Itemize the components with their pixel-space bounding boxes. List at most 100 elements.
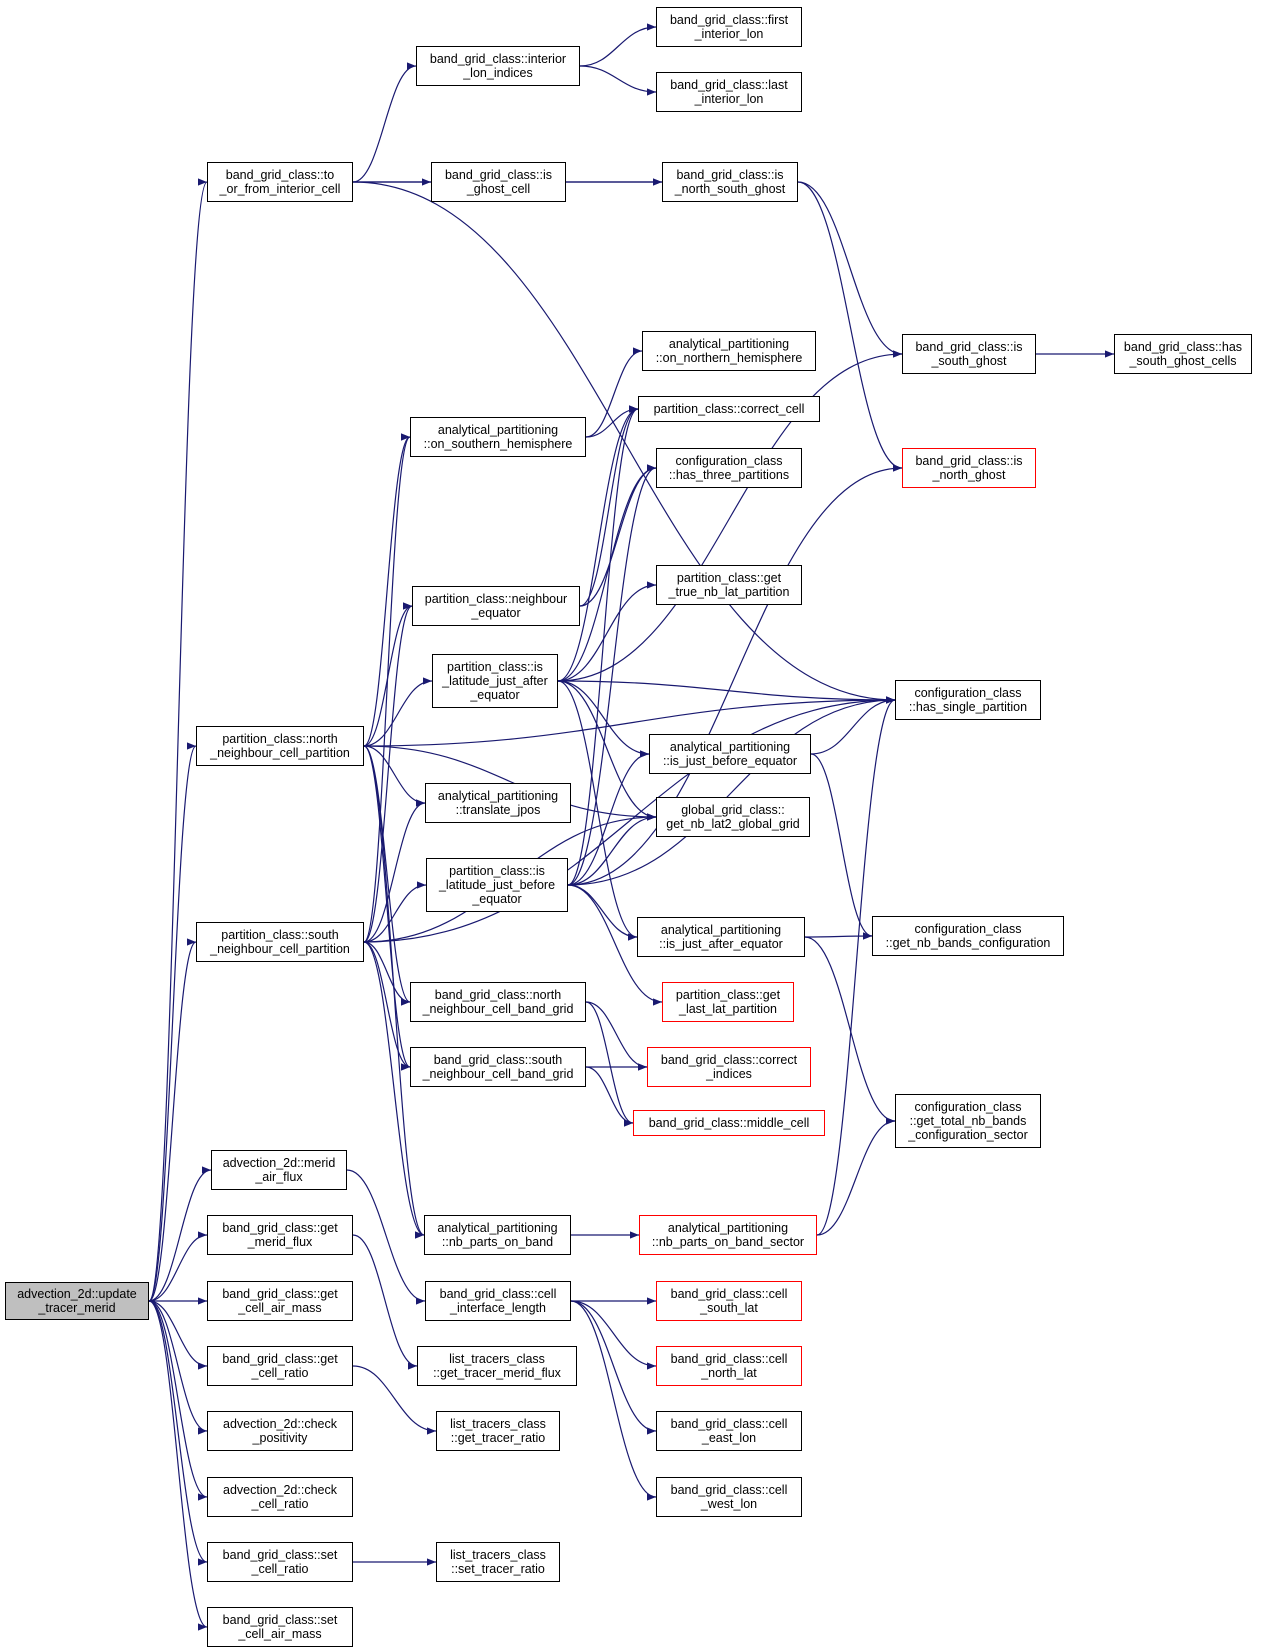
edge-root-to-south-neighbour-cell-partition — [148, 938, 197, 1302]
edge-is-latitude-just-before-equator-to-is-north-ghost — [567, 464, 903, 886]
node-get-true-nb-lat-partition[interactable]: partition_class::get _true_nb_lat_partit… — [656, 565, 802, 605]
node-is-just-before-equator[interactable]: analytical_partitioning ::is_just_before… — [649, 734, 811, 774]
node-get-cell-ratio[interactable]: band_grid_class::get _cell_ratio — [207, 1346, 353, 1386]
edge-root-to-check-positivity — [148, 1300, 208, 1435]
node-is-south-ghost[interactable]: band_grid_class::is _south_ghost — [902, 334, 1036, 374]
node-correct-cell[interactable]: partition_class::correct_cell — [638, 396, 820, 422]
edge-is-latitude-just-after-equator-to-get-nb-lat2-global-grid — [557, 680, 657, 821]
node-get-total-nb-bands-configuration-sector[interactable]: configuration_class ::get_total_nb_bands… — [895, 1094, 1041, 1148]
node-is-just-after-equator[interactable]: analytical_partitioning ::is_just_after_… — [637, 917, 805, 957]
node-check-cell-ratio[interactable]: advection_2d::check _cell_ratio — [207, 1477, 353, 1517]
node-translate-jpos[interactable]: analytical_partitioning ::translate_jpos — [425, 783, 571, 823]
node-middle-cell[interactable]: band_grid_class::middle_cell — [633, 1110, 825, 1136]
edge-north-neighbour-cell-partition-to-is-latitude-just-after-equator — [363, 677, 433, 747]
edge-is-latitude-just-before-equator-to-has-single-partition — [567, 696, 896, 886]
node-is-north-ghost[interactable]: band_grid_class::is _north_ghost — [902, 448, 1036, 488]
node-get-nb-lat2-global-grid[interactable]: global_grid_class:: get_nb_lat2_global_g… — [656, 797, 810, 837]
edge-root-to-get-cell-ratio — [148, 1300, 208, 1370]
edge-north-neighbour-cell-partition-to-on-southern-hemisphere — [363, 433, 411, 747]
node-on-northern-hemisphere[interactable]: analytical_partitioning ::on_northern_he… — [642, 331, 816, 371]
edge-root-to-set-cell-ratio — [148, 1300, 208, 1566]
node-north-neighbour-cell-band-grid[interactable]: band_grid_class::north _neighbour_cell_b… — [410, 982, 586, 1022]
node-first-interior-lon[interactable]: band_grid_class::first _interior_lon — [656, 7, 802, 47]
node-north-neighbour-cell-partition[interactable]: partition_class::north _neighbour_cell_p… — [196, 726, 364, 766]
node-nb-parts-on-band[interactable]: analytical_partitioning ::nb_parts_on_ba… — [424, 1215, 571, 1255]
node-nb-parts-on-band-sector[interactable]: analytical_partitioning ::nb_parts_on_ba… — [639, 1215, 817, 1255]
edge-root-to-check-cell-ratio — [148, 1300, 208, 1501]
edge-south-neighbour-cell-partition-to-neighbour-equator — [363, 602, 413, 943]
edge-is-latitude-just-before-equator-to-is-just-before-equator — [567, 750, 650, 886]
node-set-cell-air-mass[interactable]: band_grid_class::set _cell_air_mass — [207, 1607, 353, 1647]
node-get-nb-bands-configuration[interactable]: configuration_class ::get_nb_bands_confi… — [872, 916, 1064, 956]
edge-nb-parts-on-band-sector-to-get-total-nb-bands-configuration-sector — [816, 1117, 896, 1236]
edge-is-latitude-just-before-equator-to-get-nb-lat2-global-grid — [567, 813, 657, 886]
edge-to-or-from-interior-cell-to-interior-lon-indices — [352, 62, 417, 183]
edge-north-neighbour-cell-partition-to-get-nb-lat2-global-grid — [363, 745, 657, 821]
node-neighbour-equator[interactable]: partition_class::neighbour _equator — [412, 586, 580, 626]
node-get-last-lat-partition[interactable]: partition_class::get _last_lat_partition — [662, 982, 794, 1022]
edge-is-latitude-just-before-equator-to-get-last-lat-partition — [567, 884, 663, 1006]
edge-on-southern-hemisphere-to-on-northern-hemisphere — [585, 347, 643, 438]
edge-get-cell-ratio-to-get-tracer-ratio — [352, 1365, 437, 1435]
edge-south-neighbour-cell-partition-to-translate-jpos — [363, 799, 426, 943]
edge-south-neighbour-cell-partition-to-north-neighbour-cell-band-grid — [363, 941, 411, 1006]
edge-is-latitude-just-after-equator-to-is-south-ghost — [557, 350, 903, 682]
node-set-cell-ratio[interactable]: band_grid_class::set _cell_ratio — [207, 1542, 353, 1582]
node-check-positivity[interactable]: advection_2d::check _positivity — [207, 1411, 353, 1451]
edge-south-neighbour-cell-partition-to-nb-parts-on-band — [363, 941, 425, 1239]
edge-north-neighbour-cell-partition-to-nb-parts-on-band — [363, 745, 425, 1239]
node-to-or-from-interior-cell[interactable]: band_grid_class::to _or_from_interior_ce… — [207, 162, 353, 202]
edge-is-latitude-just-before-equator-to-has-three-partitions — [567, 464, 657, 886]
node-south-neighbour-cell-band-grid[interactable]: band_grid_class::south _neighbour_cell_b… — [410, 1047, 586, 1087]
edge-to-or-from-interior-cell-to-has-single-partition — [352, 181, 896, 704]
edge-root-to-merid-air-flux — [148, 1166, 212, 1302]
node-last-interior-lon[interactable]: band_grid_class::last _interior_lon — [656, 72, 802, 112]
edge-cell-interface-length-to-cell-north-lat — [570, 1300, 657, 1370]
edge-is-latitude-just-after-equator-to-is-just-before-equator — [557, 680, 650, 758]
edge-cell-interface-length-to-cell-east-lon — [570, 1300, 657, 1435]
edge-north-neighbour-cell-partition-to-has-single-partition — [363, 696, 896, 747]
edge-root-to-get-merid-flux — [148, 1231, 208, 1302]
edge-north-neighbour-cell-partition-to-south-neighbour-cell-band-grid — [363, 745, 411, 1071]
node-is-ghost-cell[interactable]: band_grid_class::is _ghost_cell — [431, 162, 566, 202]
node-has-three-partitions[interactable]: configuration_class ::has_three_partitio… — [656, 448, 802, 488]
node-has-south-ghost-cells[interactable]: band_grid_class::has _south_ghost_cells — [1114, 334, 1252, 374]
edge-south-neighbour-cell-partition-to-is-latitude-just-before-equator — [363, 881, 427, 943]
edge-root-to-set-cell-air-mass — [148, 1300, 208, 1631]
node-interior-lon-indices[interactable]: band_grid_class::interior _lon_indices — [416, 46, 580, 86]
node-cell-north-lat[interactable]: band_grid_class::cell _north_lat — [656, 1346, 802, 1386]
node-on-southern-hemisphere[interactable]: analytical_partitioning ::on_southern_he… — [410, 417, 586, 457]
node-south-neighbour-cell-partition[interactable]: partition_class::south _neighbour_cell_p… — [196, 922, 364, 962]
node-cell-east-lon[interactable]: band_grid_class::cell _east_lon — [656, 1411, 802, 1451]
node-get-tracer-ratio[interactable]: list_tracers_class ::get_tracer_ratio — [436, 1411, 560, 1451]
node-merid-air-flux[interactable]: advection_2d::merid _air_flux — [211, 1150, 347, 1190]
node-cell-interface-length[interactable]: band_grid_class::cell _interface_length — [425, 1281, 571, 1321]
node-get-tracer-merid-flux[interactable]: list_tracers_class ::get_tracer_merid_fl… — [417, 1346, 577, 1386]
node-is-latitude-just-before-equator[interactable]: partition_class::is _latitude_just_befor… — [426, 858, 568, 912]
node-root[interactable]: advection_2d::update _tracer_merid — [5, 1282, 149, 1320]
node-has-single-partition[interactable]: configuration_class ::has_single_partiti… — [895, 680, 1041, 720]
edge-root-to-north-neighbour-cell-partition — [148, 742, 197, 1302]
edge-north-neighbour-cell-partition-to-translate-jpos — [363, 745, 426, 807]
edge-south-neighbour-cell-partition-to-south-neighbour-cell-band-grid — [363, 941, 411, 1071]
node-set-tracer-ratio[interactable]: list_tracers_class ::set_tracer_ratio — [436, 1542, 560, 1582]
node-get-cell-air-mass[interactable]: band_grid_class::get _cell_air_mass — [207, 1281, 353, 1321]
edge-south-neighbour-cell-partition-to-on-southern-hemisphere — [363, 433, 411, 943]
edge-is-latitude-just-after-equator-to-has-single-partition — [557, 680, 896, 704]
node-get-merid-flux[interactable]: band_grid_class::get _merid_flux — [207, 1215, 353, 1255]
node-cell-west-lon[interactable]: band_grid_class::cell _west_lon — [656, 1477, 802, 1517]
edge-south-neighbour-cell-band-grid-to-middle-cell — [585, 1066, 634, 1127]
node-correct-indices[interactable]: band_grid_class::correct _indices — [647, 1047, 811, 1087]
edge-north-neighbour-cell-band-grid-to-middle-cell — [585, 1001, 634, 1127]
node-is-north-south-ghost[interactable]: band_grid_class::is _north_south_ghost — [662, 162, 798, 202]
edge-is-just-after-equator-to-get-nb-bands-configuration — [804, 932, 873, 940]
edge-cell-interface-length-to-cell-west-lon — [570, 1300, 657, 1501]
node-is-latitude-just-after-equator[interactable]: partition_class::is _latitude_just_after… — [432, 654, 558, 708]
edge-south-neighbour-cell-partition-to-has-single-partition — [363, 696, 896, 943]
edge-is-just-before-equator-to-get-nb-bands-configuration — [810, 753, 873, 940]
node-cell-south-lat[interactable]: band_grid_class::cell _south_lat — [656, 1281, 802, 1321]
edge-interior-lon-indices-to-last-interior-lon — [579, 65, 657, 96]
edge-get-merid-flux-to-get-tracer-merid-flux — [352, 1234, 418, 1370]
